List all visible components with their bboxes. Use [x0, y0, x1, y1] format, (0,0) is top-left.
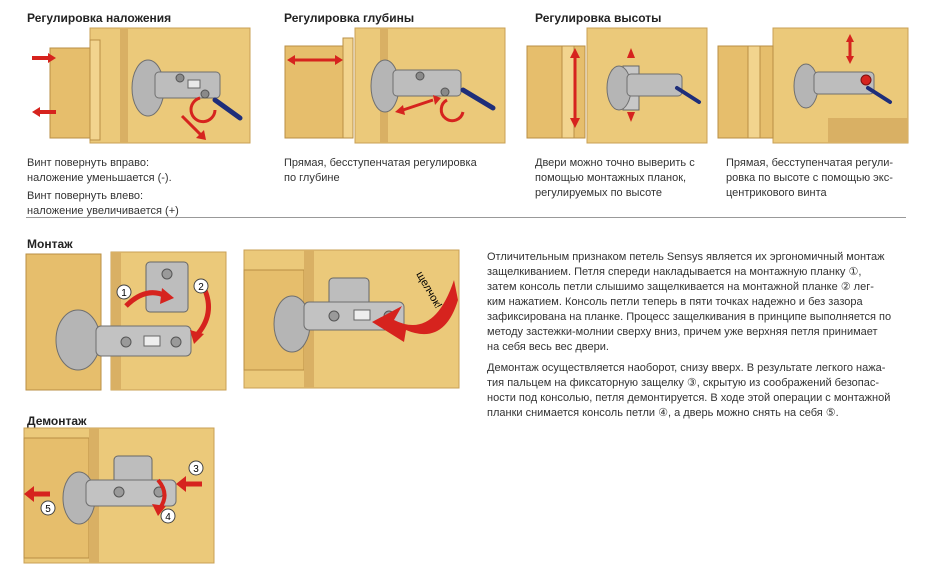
- overlay-illustration: [32, 27, 251, 144]
- door-panel: [49, 47, 96, 139]
- depth-captions: Прямая, бесступенчатая регулировка по гл…: [284, 156, 514, 189]
- description-paragraph-dismount: Демонтаж осуществляется наоборот, снизу …: [487, 362, 891, 419]
- section-title-mount: Монтаж: [27, 237, 73, 251]
- depth-illustration: [284, 27, 506, 144]
- step-5-label: 5: [45, 504, 51, 515]
- screwdriver: [460, 87, 496, 111]
- overlay-caption-left: Винт повернуть влево: наложение увеличив…: [27, 190, 179, 217]
- overlay-captions: Винт повернуть вправо: наложение уменьша…: [27, 156, 267, 222]
- click-arrow: [372, 280, 458, 342]
- mount-illustration-1: 1 2: [25, 251, 227, 391]
- section-divider: [26, 217, 906, 218]
- step-1-label: 1: [121, 288, 127, 299]
- hinge-arm: [392, 69, 462, 97]
- section-title-depth: Регулировка глубины: [284, 11, 415, 25]
- height-illustration-right: [717, 27, 909, 144]
- step-2-label: 2: [198, 282, 204, 293]
- cabinet-edge: [120, 28, 128, 143]
- screwdriver: [212, 97, 243, 121]
- height-caption-right: Прямая, бесступенчатая регули- ровка по …: [726, 157, 894, 199]
- step-3-label: 3: [193, 464, 199, 475]
- step-4-label: 4: [165, 512, 171, 523]
- section-title-height: Регулировка высоты: [535, 11, 662, 25]
- description-paragraph-mount: Отличительным признаком петель Sensys яв…: [487, 251, 892, 353]
- depth-caption: Прямая, бесступенчатая регулировка по гл…: [284, 157, 477, 184]
- section-title-overlay: Регулировка наложения: [27, 11, 172, 25]
- height-illustration-left: [526, 27, 708, 144]
- door-face: [89, 39, 101, 141]
- mounting-plate: [145, 261, 189, 313]
- hinge-arm: [85, 479, 177, 507]
- overlay-caption-right: Винт повернуть вправо: наложение уменьша…: [27, 157, 172, 184]
- section-title-dismount: Демонтаж: [27, 414, 87, 428]
- mount-illustration-2: щелчок!: [243, 249, 460, 389]
- dismount-illustration: 5 3 4: [23, 427, 215, 564]
- height-caption-left: Двери можно точно выверить с помощью мон…: [535, 157, 695, 199]
- description-text: Отличительным признаком петель Sensys яв…: [487, 250, 912, 427]
